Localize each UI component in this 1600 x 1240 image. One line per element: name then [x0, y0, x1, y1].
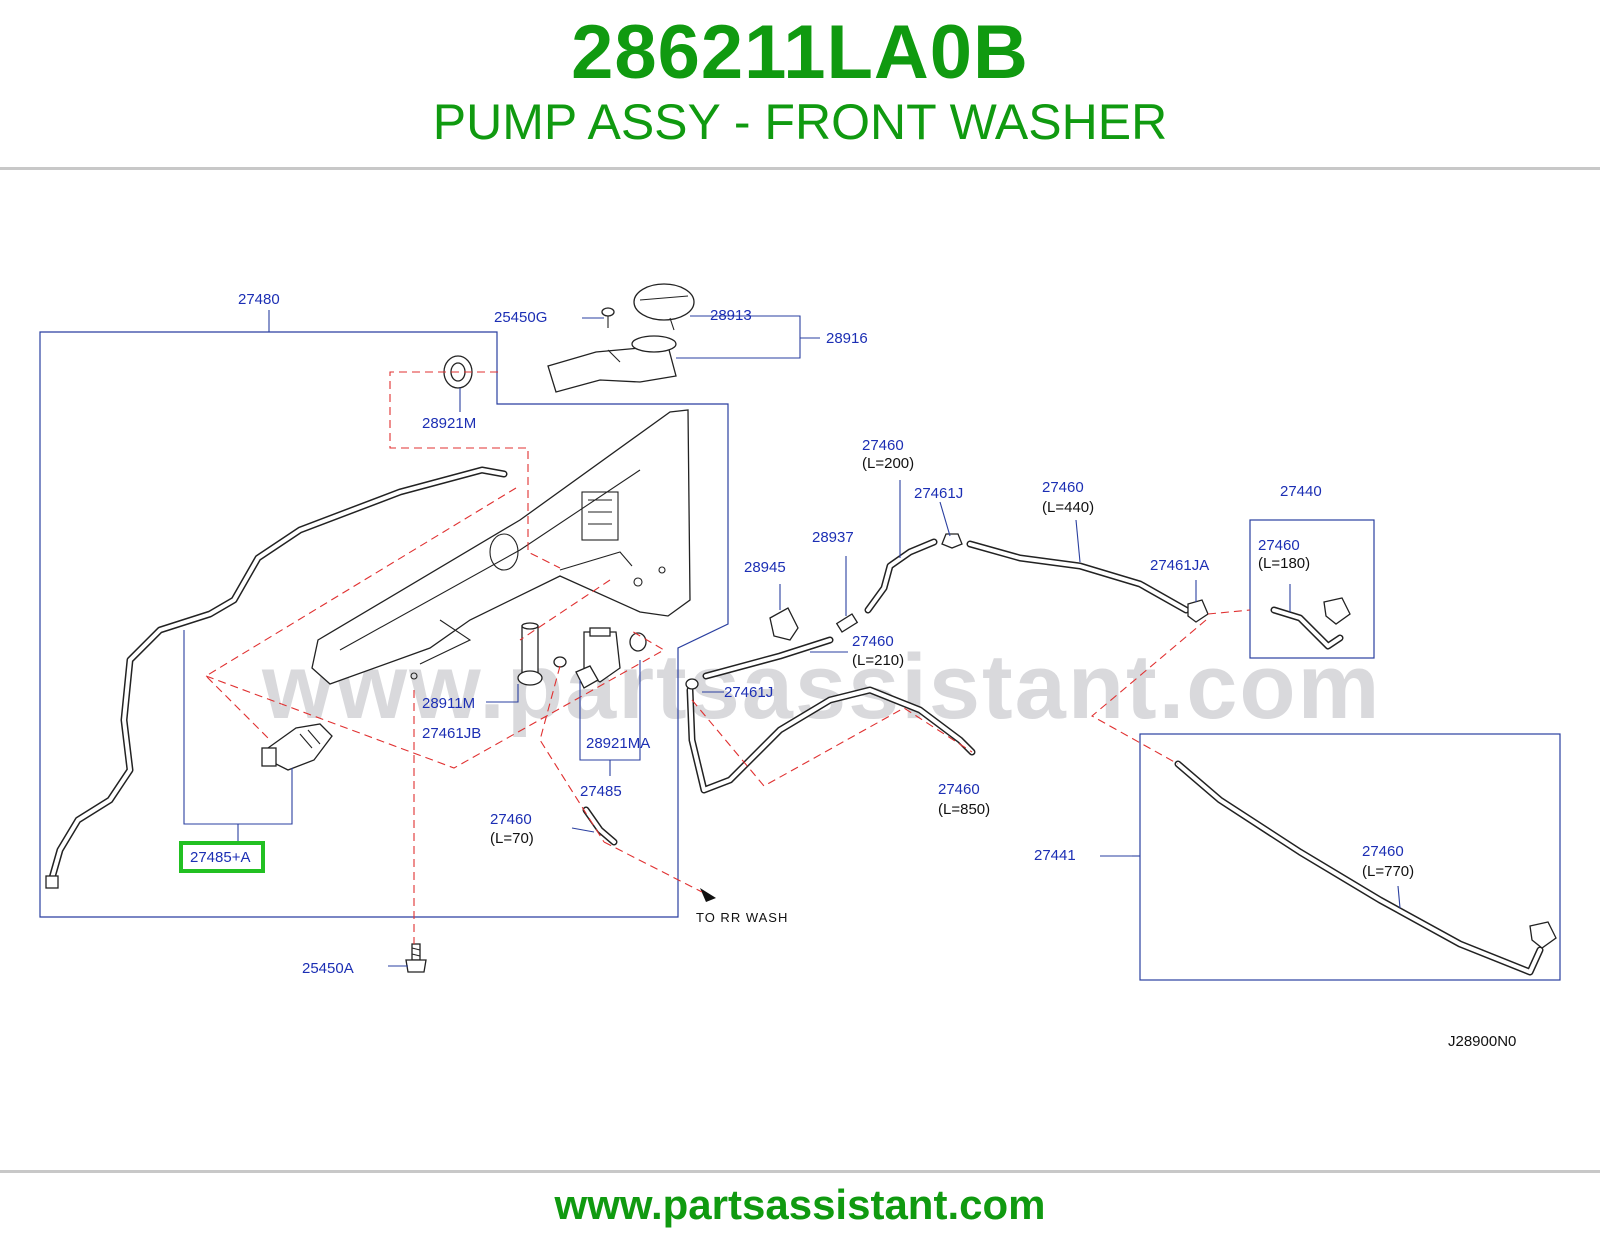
label-28911M: 28911M [422, 695, 475, 712]
label-27485: 27485 [580, 783, 622, 800]
check-valve-28937 [835, 613, 859, 633]
label-27460-850-length: (L=850) [938, 801, 990, 818]
label-28945: 28945 [744, 559, 786, 576]
label-27460-70-length: (L=70) [490, 830, 534, 847]
watermark-text: www.partsassistant.com [261, 636, 1381, 738]
part-title: PUMP ASSY - FRONT WASHER [432, 94, 1168, 150]
label-27485A: 27485+A [190, 849, 250, 866]
strainer-28911M [517, 622, 543, 686]
part-number: 286211LA0B [571, 10, 1029, 95]
filler-neck [547, 335, 677, 393]
label-27461J-top: 27461J [914, 485, 963, 502]
nozzle-27440 [1323, 597, 1351, 625]
box-27440 [1249, 519, 1375, 659]
label-25450A: 25450A [302, 960, 354, 977]
label-27460-180-length: (L=180) [1258, 555, 1310, 572]
filler-cap [633, 283, 695, 331]
nozzle-27441 [1529, 921, 1557, 949]
clip-28945 [769, 607, 799, 641]
label-28937: 28937 [812, 529, 854, 546]
bolt-25450A [405, 943, 427, 973]
header: 286211LA0B PUMP ASSY - FRONT WASHER [0, 0, 1600, 170]
label-27460-440: 27460 [1042, 479, 1084, 496]
footer-url[interactable]: www.partsassistant.com [554, 1181, 1046, 1228]
label-27460-200-length: (L=200) [862, 455, 914, 472]
joint-27461JA [1187, 599, 1209, 623]
label-to-rr-wash: TO RR WASH [696, 910, 788, 925]
diagram-code: J28900N0 [1448, 1033, 1516, 1050]
label-28913: 28913 [710, 307, 752, 324]
box-27480 [39, 331, 729, 918]
label-27461JA: 27461JA [1150, 557, 1209, 574]
label-27460-200: 27460 [862, 437, 904, 454]
label-27460-850: 27460 [938, 781, 980, 798]
label-27461J-mid: 27461J [724, 684, 773, 701]
label-27460-770: 27460 [1362, 843, 1404, 860]
joint-27461J-top [941, 533, 963, 549]
label-27480: 27480 [238, 291, 280, 308]
footer-divider [0, 1170, 1600, 1173]
label-27441: 27441 [1034, 847, 1076, 864]
label-27460-770-length: (L=770) [1362, 863, 1414, 880]
label-27460-210-length: (L=210) [852, 652, 904, 669]
highlight-27485A [179, 841, 265, 873]
washer-motor [261, 723, 333, 771]
label-28921MA: 28921MA [586, 735, 650, 752]
joint-27461J-mid [685, 678, 699, 690]
label-27440: 27440 [1280, 483, 1322, 500]
label-27460-210: 27460 [852, 633, 894, 650]
header-divider [0, 167, 1600, 170]
arrow-icon [700, 888, 716, 902]
label-28916: 28916 [826, 330, 868, 347]
clip-25450G [601, 307, 615, 328]
box-27441 [1139, 733, 1561, 981]
pump-27485 [553, 627, 647, 689]
label-25450G: 25450G [494, 309, 547, 326]
label-27461JB: 27461JB [422, 725, 481, 742]
label-27460-180: 27460 [1258, 537, 1300, 554]
label-27460-440-length: (L=440) [1042, 499, 1094, 516]
hose-end [45, 875, 59, 889]
label-27460-70: 27460 [490, 811, 532, 828]
label-28921M: 28921M [422, 415, 476, 432]
washer-tank [311, 409, 691, 685]
